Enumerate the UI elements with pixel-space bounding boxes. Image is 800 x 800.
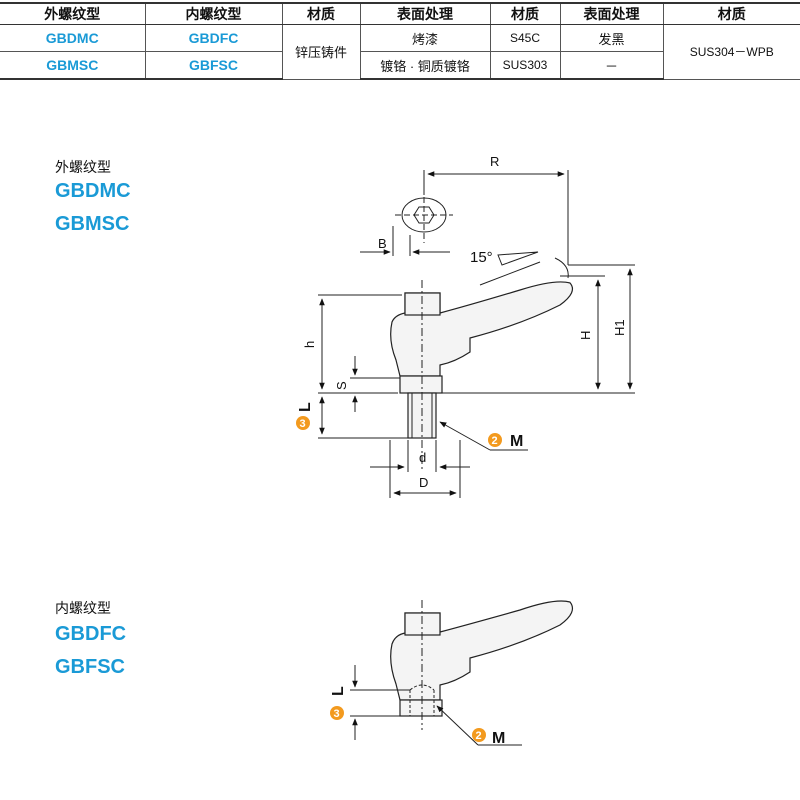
dim-H-label: H bbox=[578, 331, 593, 340]
steel-s45c: S45C bbox=[489, 24, 561, 52]
svg-text:2: 2 bbox=[492, 435, 498, 447]
header-surface-treatment: 表面处理 bbox=[359, 2, 491, 25]
surface-black-oxide: 发黑 bbox=[559, 24, 664, 52]
code-gbfsc: GBFSC bbox=[144, 51, 283, 80]
external-lever-drawing bbox=[318, 170, 635, 498]
dim-h-label: h bbox=[302, 341, 317, 348]
dim-d-label: d bbox=[419, 450, 426, 465]
badge-two-external: 2 bbox=[488, 433, 502, 447]
code-gbmsc: GBMSC bbox=[0, 51, 146, 80]
code-gbdfc: GBDFC bbox=[144, 24, 283, 52]
dim-r-label: R bbox=[490, 154, 499, 169]
internal-code-2: GBFSC bbox=[55, 656, 125, 678]
external-section-title: 外螺纹型 bbox=[55, 159, 111, 175]
badge-three-external: 3 bbox=[296, 416, 310, 430]
material-zinc: 锌压铸件 bbox=[281, 24, 361, 80]
header-surface-treatment-2: 表面处理 bbox=[559, 2, 664, 25]
code-gbdmc: GBDMC bbox=[0, 24, 146, 52]
surface-paint: 烤漆 bbox=[359, 24, 491, 52]
dim-M-internal-label: M bbox=[492, 730, 505, 747]
external-code-1: GBDMC bbox=[55, 180, 131, 202]
dim-L-label: L bbox=[297, 402, 314, 412]
svg-text:3: 3 bbox=[334, 708, 340, 720]
collar-internal bbox=[399, 699, 443, 717]
steel-sus303: SUS303 bbox=[489, 51, 561, 80]
spec-table: 外螺纹型 内螺纹型 材质 表面处理 材质 表面处理 材质 GBDMC GBDFC… bbox=[0, 2, 800, 80]
dim-L-internal-label: L bbox=[330, 686, 347, 696]
internal-code-1: GBDFC bbox=[55, 623, 127, 645]
svg-text:2: 2 bbox=[476, 730, 482, 742]
dim-b-label: B bbox=[378, 236, 387, 251]
table-row: GBDMC GBDFC 锌压铸件 烤漆 S45C 发黑 SUS304－WPB bbox=[0, 24, 800, 80]
badge-three-internal: 3 bbox=[330, 706, 344, 720]
table-row: GBMSC GBFSC 镀铬 · 铜质镀铬 SUS303 － bbox=[0, 51, 800, 80]
surface-none: － bbox=[559, 51, 664, 80]
external-code-2: GBMSC bbox=[55, 213, 130, 235]
pad-material: SUS304－WPB bbox=[662, 24, 800, 80]
dim-M-label: M bbox=[510, 433, 523, 450]
collar bbox=[399, 375, 443, 394]
badge-two-internal: 2 bbox=[472, 728, 486, 742]
dim-angle-label: 15° bbox=[470, 249, 493, 266]
dim-H1-label: H1 bbox=[612, 319, 627, 336]
internal-section-title: 内螺纹型 bbox=[55, 600, 111, 616]
surface-chrome: 镀铬 · 铜质镀铬 bbox=[359, 51, 491, 80]
header-material-2: 材质 bbox=[489, 2, 561, 25]
dim-s-label: S bbox=[334, 381, 349, 390]
internal-lever-drawing bbox=[350, 600, 573, 746]
svg-text:3: 3 bbox=[300, 418, 306, 430]
dim-D-label: D bbox=[419, 475, 428, 490]
